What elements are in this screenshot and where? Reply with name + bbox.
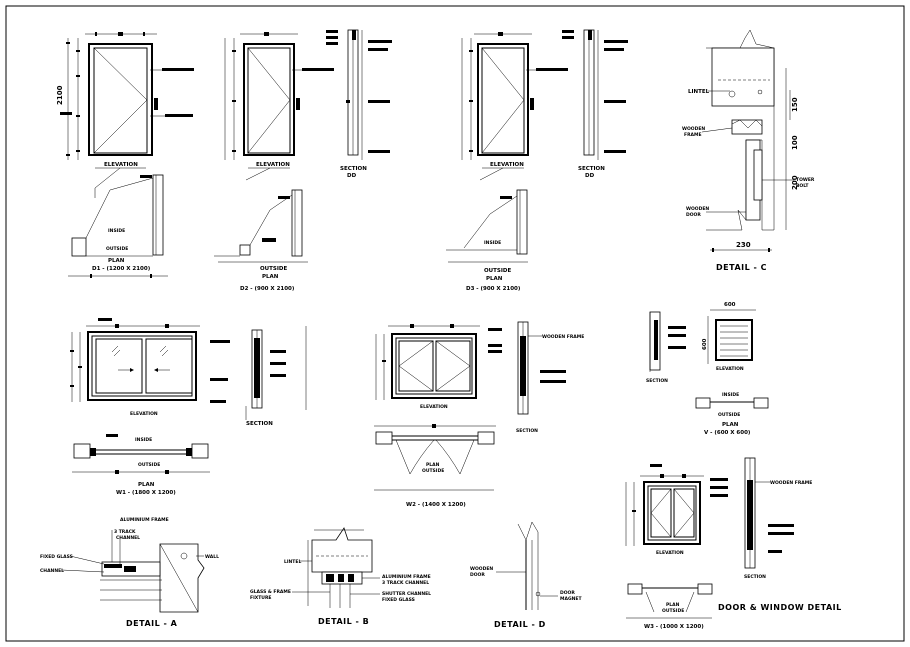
door-section-2: SECTION DD xyxy=(562,29,628,179)
detail-c-wooden-door-2: DOOR xyxy=(686,212,701,218)
section2-label: SECTION xyxy=(578,166,605,172)
door-plan-d2: OUTSIDE PLAN D2 - (900 X 2100) xyxy=(214,189,308,292)
detail-c-frame: FRAME xyxy=(684,132,702,138)
w1-elev-label: ELEVATION xyxy=(130,411,158,417)
d1-inside: INSIDE xyxy=(108,228,125,234)
w1-outside: OUTSIDE xyxy=(138,462,160,468)
window-w2: ELEVATION WOODEN FRAME SECTION PLAN OUTS… xyxy=(374,321,584,508)
detail-c-dim-100: 100 xyxy=(791,135,799,150)
d2-code: D2 - (900 X 2100) xyxy=(240,286,295,292)
w2-plan: PLAN xyxy=(426,462,440,468)
detail-c-title: DETAIL - C xyxy=(716,263,767,272)
vent-code: V - (600 X 600) xyxy=(704,430,751,436)
d2-outside: OUTSIDE xyxy=(260,266,287,272)
w3-plan: PLAN xyxy=(666,602,680,608)
w2-wooden-frame: WOODEN FRAME xyxy=(542,334,584,340)
ventilator: SECTION 600 600 ELEVATION INSIDE OUTSIDE… xyxy=(646,302,769,436)
section2-tag: DD xyxy=(585,173,595,179)
w1-inside: INSIDE xyxy=(135,437,152,443)
section1-label: SECTION xyxy=(340,166,367,172)
detail-a-aluminium-frame: ALUMINIUM FRAME xyxy=(120,517,169,523)
detail-a-track-1: 3 TRACK xyxy=(114,529,136,535)
d1-plan: PLAN xyxy=(108,258,125,264)
vent-plan: PLAN xyxy=(722,422,739,428)
detail-a-channel: CHANNEL xyxy=(40,568,64,574)
w1-code: W1 - (1800 X 1200) xyxy=(116,490,176,496)
detail-d-door: DOOR xyxy=(470,572,485,578)
detail-d-title: DETAIL - D xyxy=(494,620,546,629)
detail-c-dim-200: 200 xyxy=(791,175,799,190)
d3-outside: OUTSIDE xyxy=(484,268,511,274)
detail-a-wall: WALL xyxy=(205,554,219,560)
detail-c-lintel: LINTEL xyxy=(688,89,710,95)
detail-b-title: DETAIL - B xyxy=(318,617,369,626)
detail-b-fixture: FIXTURE xyxy=(250,595,271,601)
door-plan-d3: INSIDE OUTSIDE PLAN D3 - (900 X 2100) xyxy=(446,189,528,292)
door-elevation-2: ELEVATION xyxy=(224,32,334,181)
w2-outside: OUTSIDE xyxy=(422,468,444,474)
detail-a-title: DETAIL - A xyxy=(126,619,178,628)
detail-b-aluminium-frame: ALUMINIUM FRAME xyxy=(382,574,431,580)
elev2-label: ELEVATION xyxy=(256,162,290,168)
d1-outside: OUTSIDE xyxy=(106,246,128,252)
vent-section-label: SECTION xyxy=(646,378,668,384)
w3-wooden-frame: WOODEN FRAME xyxy=(770,480,812,486)
elev3-label: ELEVATION xyxy=(490,162,524,168)
vent-outside: OUTSIDE xyxy=(718,412,740,418)
w3-elev-label: ELEVATION xyxy=(656,550,684,556)
d1-code: D1 - (1200 X 2100) xyxy=(92,266,151,272)
w3-outside: OUTSIDE xyxy=(662,608,684,614)
w3-section-label: SECTION xyxy=(744,574,766,580)
d3-plan: PLAN xyxy=(486,276,503,282)
door-elevation-1: 2100 ELEVATION xyxy=(56,32,194,198)
elev1-label: ELEVATION xyxy=(104,162,138,168)
door-elevation-3: ELEVATION xyxy=(461,32,568,181)
detail-b: LINTEL ALUMINIUM FRAME 3 TRACK CHANNEL G… xyxy=(250,527,431,626)
w2-code: W2 - (1400 X 1200) xyxy=(406,502,466,508)
detail-d-door-label: DOOR xyxy=(560,590,575,596)
detail-a-track-2: CHANNEL xyxy=(116,535,140,541)
vent-inside: INSIDE xyxy=(722,392,739,398)
sheet-border xyxy=(5,5,905,642)
sheet-title: DOOR & WINDOW DETAIL xyxy=(718,603,842,612)
detail-b-shutter-channel: SHUTTER CHANNEL xyxy=(382,591,431,597)
d3-inside: INSIDE xyxy=(484,240,501,246)
window-w3: ELEVATION WOODEN FRAME SECTION PLAN OUTS… xyxy=(625,457,812,630)
detail-d-magnet: MAGNET xyxy=(560,596,582,602)
w2-section-label: SECTION xyxy=(516,428,538,434)
section1-tag: DD xyxy=(347,173,357,179)
d3-code: D3 - (900 X 2100) xyxy=(466,286,521,292)
detail-c-bolt: BOLT xyxy=(796,183,809,189)
w1-plan: PLAN xyxy=(138,482,155,488)
vent-dim-top: 600 xyxy=(724,302,736,308)
w2-elev-label: ELEVATION xyxy=(420,404,448,410)
detail-c-wooden-door-1: WOODEN xyxy=(686,206,709,212)
detail-c: LINTEL WOODEN FRAME WOODEN DOOR TOWER BO… xyxy=(682,29,815,272)
detail-a: ALUMINIUM FRAME 3 TRACK CHANNEL FIXED GL… xyxy=(40,517,219,628)
detail-b-glass-frame: GLASS & FRAME xyxy=(250,589,291,595)
w3-code: W3 - (1000 X 1200) xyxy=(644,624,704,630)
door-height-dim: 2100 xyxy=(56,85,64,105)
vent-dim-side: 600 xyxy=(702,338,708,350)
detail-b-fixed-glass: FIXED GLASS xyxy=(382,597,415,603)
detail-a-fixed-glass: FIXED GLASS xyxy=(40,554,73,560)
door-section-1: SECTION DD xyxy=(326,29,392,179)
vent-elev-label: ELEVATION xyxy=(716,366,744,372)
door-plan-d1: INSIDE OUTSIDE PLAN D1 - (1200 X 2100) xyxy=(68,174,168,278)
d2-plan: PLAN xyxy=(262,274,279,280)
detail-c-dim-230: 230 xyxy=(736,241,751,249)
detail-c-dim-150: 150 xyxy=(791,97,799,112)
detail-d-wooden: WOODEN xyxy=(470,566,493,572)
window-w1: ELEVATION SECTION INSIDE OUTSIDE PLAN W1… xyxy=(70,318,307,496)
w1-section-label: SECTION xyxy=(246,421,273,427)
detail-b-track-channel: 3 TRACK CHANNEL xyxy=(382,580,429,586)
detail-c-wooden: WOODEN xyxy=(682,126,705,132)
detail-d: WOODEN DOOR DOOR MAGNET DETAIL - D xyxy=(470,521,582,629)
detail-b-lintel: LINTEL xyxy=(284,559,301,565)
detail-c-tower: TOWER xyxy=(796,177,815,183)
